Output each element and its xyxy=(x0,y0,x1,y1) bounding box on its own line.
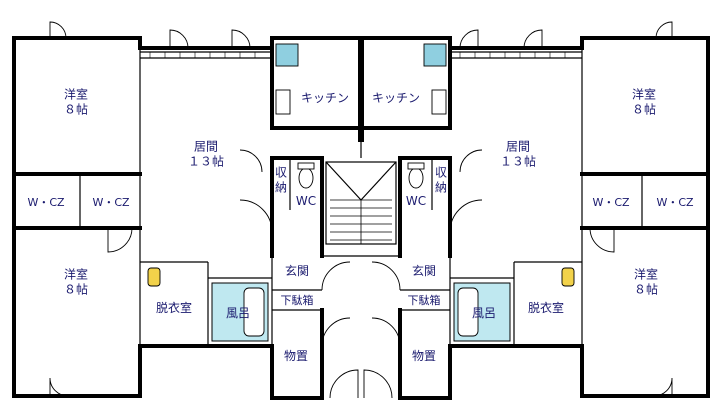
room-label-living-left: 居間１３帖 xyxy=(188,140,224,169)
stove-right xyxy=(423,43,447,67)
room-label-storage-shuno-left: 収納 xyxy=(275,166,287,195)
labels-left: 洋室８帖 居間１３帖 キッチン W・CZ W・CZ 収納 WC 洋室８帖 玄関 … xyxy=(27,87,349,364)
stove-left xyxy=(275,43,299,67)
room-label-bath-left: 風呂 xyxy=(226,306,250,320)
sink-right xyxy=(431,89,447,115)
room-label-closet-left-1: W・CZ xyxy=(27,196,65,209)
room-label-closet-right-2: W・CZ xyxy=(656,196,694,209)
fixtures xyxy=(147,43,575,342)
outer-walls xyxy=(12,36,710,400)
room-label-kitchen-right: キッチン xyxy=(372,91,420,105)
door-swings xyxy=(49,21,673,399)
room-label-shoebox-left: 下駄箱 xyxy=(281,293,314,307)
room-label-western-top-left: 洋室８帖 xyxy=(64,87,88,117)
partitions xyxy=(79,48,643,346)
toilet-left xyxy=(298,167,314,189)
room-label-entrance-right: 玄関 xyxy=(412,263,436,278)
room-label-closet-right-1: W・CZ xyxy=(592,196,630,209)
room-label-toilet-right: WC xyxy=(406,194,426,208)
room-label-western-top-right: 洋室８帖 xyxy=(632,87,656,117)
sink-left xyxy=(275,89,291,115)
washbasin-right xyxy=(561,267,575,287)
room-label-closet-left-2: W・CZ xyxy=(92,196,130,209)
washbasin-left xyxy=(147,267,161,287)
room-label-storage-shuno-right: 収納 xyxy=(435,166,447,195)
room-label-toilet-left: WC xyxy=(296,194,316,208)
toilet-right xyxy=(408,167,424,189)
room-label-shoebox-right: 下駄箱 xyxy=(408,293,441,307)
room-label-bath-right: 風呂 xyxy=(472,306,496,320)
room-label-entrance-left: 玄関 xyxy=(285,263,309,278)
room-label-western-bottom-left: 洋室８帖 xyxy=(64,267,88,297)
room-label-western-bottom-right: 洋室８帖 xyxy=(634,267,658,297)
room-label-dressing-right: 脱衣室 xyxy=(528,300,564,315)
labels-right: 洋室８帖 居間１３帖 キッチン W・CZ W・CZ 収納 WC 洋室８帖 玄関 … xyxy=(372,87,694,364)
room-label-storage-right: 物置 xyxy=(412,349,436,363)
room-label-dressing-left: 脱衣室 xyxy=(156,300,192,315)
room-label-storage-left: 物置 xyxy=(284,349,308,363)
room-label-kitchen-left: キッチン xyxy=(301,91,349,105)
room-label-living-right: 居間１３帖 xyxy=(500,140,536,169)
